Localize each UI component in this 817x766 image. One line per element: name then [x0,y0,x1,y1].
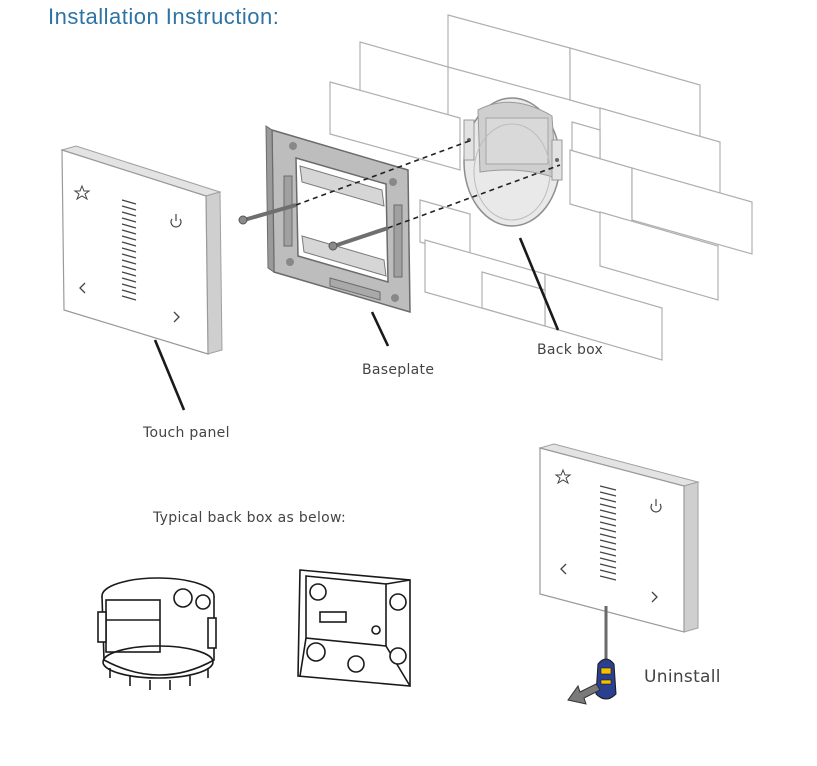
back-box [463,97,563,227]
chevron-left-icon-2 [560,563,567,575]
star-icon-2 [554,468,572,485]
typical-back-box-label: Typical back box as below: [153,510,347,526]
screws [238,203,389,251]
pull-arrow-icon [567,683,601,705]
brick-wall [329,14,753,361]
uninstall-label: Uninstall [644,667,721,687]
power-icon [170,214,182,228]
power-icon-2 [650,499,662,513]
star-icon [73,184,91,201]
chevron-right-icon-2 [651,591,658,603]
chevron-right-icon [173,311,180,323]
touch-panel-label: Touch panel [143,425,230,441]
baseplate [265,125,411,314]
alignment-guides [295,139,561,229]
leader-lines [153,237,560,411]
round-back-box [97,577,217,690]
page-title: Installation Instruction: [48,4,280,29]
square-back-box [297,569,411,687]
touch-panel [60,145,223,355]
screwdriver-icon [595,606,617,700]
back-box-label: Back box [537,342,604,358]
touch-panel-uninstall [538,443,700,633]
chevron-left-icon [79,282,86,294]
baseplate-label: Baseplate [362,362,435,378]
touch-slider-bars-2 [599,485,617,581]
touch-slider-bars [121,199,137,301]
